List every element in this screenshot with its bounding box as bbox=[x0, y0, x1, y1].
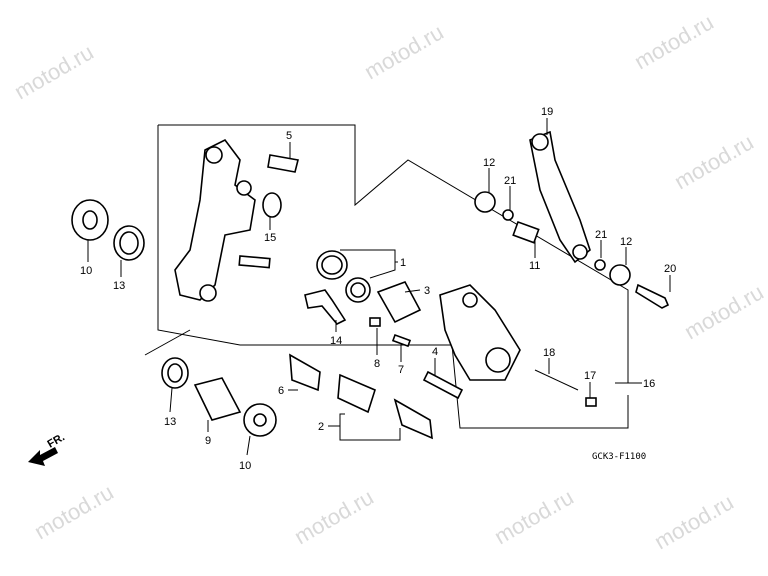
pad-spring bbox=[267, 154, 299, 173]
boot bbox=[262, 192, 282, 218]
watermark-text: motod.ru bbox=[630, 9, 718, 74]
diagram-code: GCK3-F1100 bbox=[592, 452, 646, 462]
callout-18: 18 bbox=[543, 347, 555, 359]
callout-15: 15 bbox=[264, 232, 276, 244]
callout-1: 1 bbox=[400, 257, 406, 269]
callout-20: 20 bbox=[664, 263, 676, 275]
callout-16: 16 bbox=[643, 378, 655, 390]
callout-labels: 5 12 21 19 15 10 13 1 3 11 21 12 20 14 8… bbox=[80, 106, 676, 472]
circlip-21a bbox=[502, 209, 514, 221]
callout-19: 19 bbox=[541, 106, 553, 118]
callout-17: 17 bbox=[584, 370, 596, 382]
front-marker-label: FR. bbox=[46, 431, 67, 450]
torque-link bbox=[529, 130, 591, 264]
watermark-text: motod.ru bbox=[490, 484, 578, 549]
parts bbox=[71, 130, 670, 440]
leader-lines bbox=[87, 118, 671, 456]
callout-13: 13 bbox=[113, 280, 125, 292]
pad-b bbox=[393, 398, 433, 440]
callout-14: 14 bbox=[330, 335, 342, 347]
callout-7: 7 bbox=[398, 364, 404, 376]
callout-8: 8 bbox=[374, 358, 380, 370]
collar-9 bbox=[193, 377, 242, 421]
callout-5: 5 bbox=[286, 130, 292, 142]
watermark-text: motod.ru bbox=[30, 479, 118, 544]
bleeder-screw bbox=[391, 333, 412, 348]
bolt-20 bbox=[635, 283, 670, 309]
callout-10: 10 bbox=[239, 460, 251, 472]
watermark-text: motod.ru bbox=[650, 489, 738, 554]
caliper-bracket bbox=[174, 138, 256, 301]
piston bbox=[376, 281, 422, 324]
pad-a bbox=[337, 373, 376, 414]
watermark-text: motod.ru bbox=[680, 279, 768, 344]
callout-13: 13 bbox=[164, 416, 176, 428]
callout-4: 4 bbox=[432, 346, 438, 358]
callout-6: 6 bbox=[278, 385, 284, 397]
watermark-text: motod.ru bbox=[670, 129, 758, 194]
callout-2: 2 bbox=[318, 421, 324, 433]
callout-3: 3 bbox=[424, 285, 430, 297]
callout-10: 10 bbox=[80, 265, 92, 277]
callout-21: 21 bbox=[504, 175, 516, 187]
pad-retainer bbox=[422, 370, 464, 400]
callout-12: 12 bbox=[483, 157, 495, 169]
plug bbox=[585, 397, 597, 407]
callout-12: 12 bbox=[620, 236, 632, 248]
bushing-12b bbox=[609, 264, 631, 286]
pin-14 bbox=[304, 289, 347, 325]
callout-11: 11 bbox=[529, 260, 540, 272]
shim bbox=[289, 353, 321, 392]
pad-pin bbox=[534, 369, 579, 391]
circlip-21b bbox=[594, 259, 606, 271]
collar-11 bbox=[512, 220, 540, 244]
bleeder-cap bbox=[369, 317, 381, 327]
bushing-12a bbox=[474, 191, 496, 213]
watermark-text: motod.ru bbox=[360, 19, 448, 84]
watermark-text: motod.ru bbox=[10, 39, 98, 104]
callout-21: 21 bbox=[595, 229, 607, 241]
front-direction-arrow: FR. bbox=[28, 431, 67, 466]
watermark-text: motod.ru bbox=[290, 484, 378, 549]
callout-9: 9 bbox=[205, 435, 211, 447]
